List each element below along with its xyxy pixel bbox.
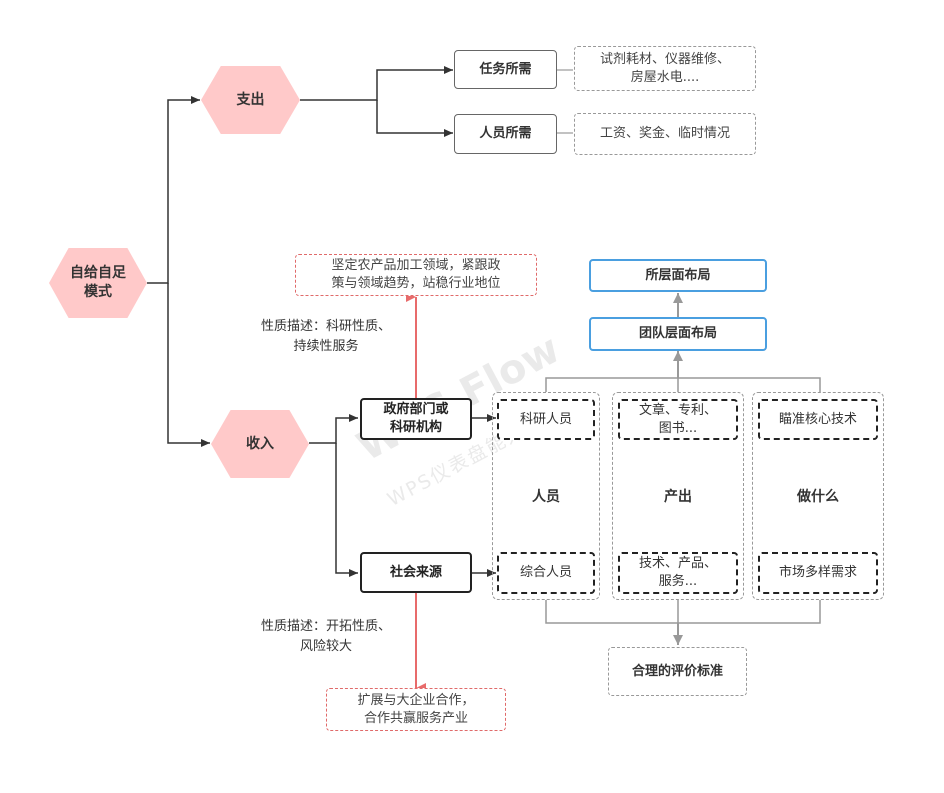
staff-needs-node: 人员所需 bbox=[454, 114, 557, 154]
social-nature-label: 性质描述：开拓性质、 风险较大 bbox=[260, 619, 391, 654]
evaluation-standard-node: 合理的评价标准 bbox=[608, 647, 747, 696]
task-needs-node: 任务所需 bbox=[454, 50, 557, 89]
government-source-node: 政府部门或 科研机构 bbox=[360, 398, 472, 440]
root-node: 自给自足 模式 bbox=[49, 248, 147, 318]
personnel-column-title: 人员 bbox=[532, 489, 560, 505]
core-tech-node: 瞄准核心技术 bbox=[758, 399, 878, 440]
social-source-node: 社会来源 bbox=[360, 552, 472, 593]
market-demand-node: 市场多样需求 bbox=[758, 552, 878, 594]
researchers-node: 科研人员 bbox=[497, 399, 595, 440]
products-node: 技术、产品、 服务... bbox=[618, 552, 738, 594]
institute-layout-node: 所层面布局 bbox=[589, 259, 767, 292]
what-to-do-column bbox=[752, 392, 884, 600]
what-to-do-column-title: 做什么 bbox=[797, 489, 839, 505]
team-layout-node: 团队层面布局 bbox=[589, 317, 767, 351]
publications-node: 文章、专利、 图书... bbox=[618, 399, 738, 440]
output-column bbox=[612, 392, 744, 600]
output-column-title: 产出 bbox=[664, 489, 692, 505]
income-node: 收入 bbox=[211, 410, 309, 478]
general-staff-node: 综合人员 bbox=[497, 552, 595, 594]
social-strategy-node: 扩展与大企业合作， 合作共赢服务产业 bbox=[326, 688, 506, 731]
personnel-column bbox=[492, 392, 600, 600]
staff-detail-node: 工资、奖金、临时情况 bbox=[574, 113, 756, 155]
government-strategy-node: 坚定农产品加工领域，紧跟政 策与领域趋势，站稳行业地位 bbox=[295, 254, 537, 296]
government-nature-label: 性质描述：科研性质、 持续性服务 bbox=[260, 319, 391, 354]
expense-node: 支出 bbox=[201, 66, 300, 134]
task-detail-node: 试剂耗材、仪器维修、 房屋水电.... bbox=[574, 46, 756, 91]
